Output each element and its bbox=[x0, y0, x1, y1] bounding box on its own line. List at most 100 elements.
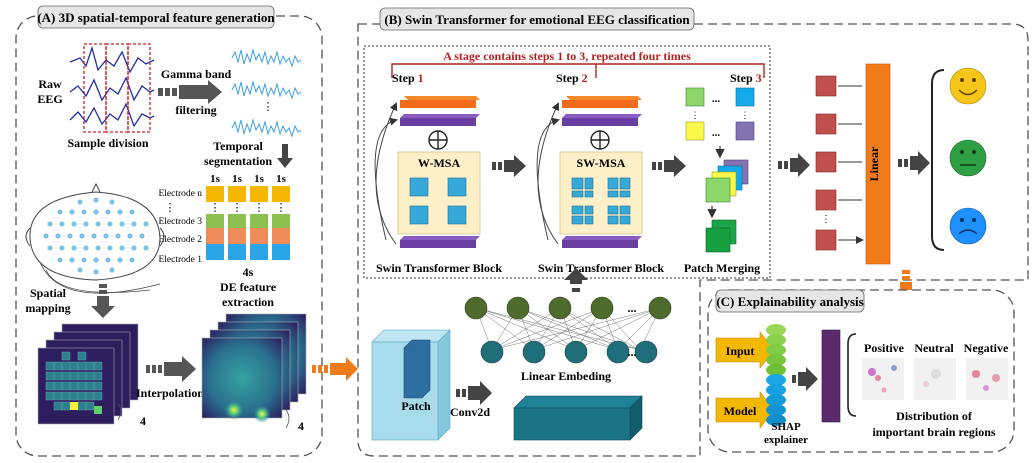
arrow-block1-block2 bbox=[492, 155, 526, 177]
patch-block bbox=[371, 329, 451, 441]
electrode-2-label: Electrode 2 bbox=[158, 235, 202, 245]
interpolation-label: Interpolation bbox=[136, 386, 204, 400]
shap-bracket bbox=[847, 333, 857, 417]
linear-embedding-network bbox=[464, 296, 672, 364]
embed-ellipsis-bottom: ... bbox=[628, 345, 637, 359]
emotion-negative-icon bbox=[949, 207, 987, 245]
step1-label: Step 1 bbox=[392, 71, 424, 85]
distribution-label-2: important brain regions bbox=[872, 425, 995, 439]
merge-ellipsis-2: ... bbox=[712, 127, 721, 139]
swin-block-2 bbox=[536, 96, 643, 248]
shap-label-2: explainer bbox=[764, 434, 808, 446]
sample-window-3 bbox=[127, 43, 151, 133]
panel-b-title-box bbox=[379, 7, 695, 31]
spatial-label-1: Spatial bbox=[30, 286, 67, 300]
electrode-vdots: ⋮ bbox=[165, 202, 176, 214]
conv2d-label: Conv2d bbox=[450, 405, 490, 419]
spatial-label-2: mapping bbox=[25, 301, 70, 315]
shap-map-negative bbox=[966, 358, 1008, 400]
seg-vdots-1: ⋮ bbox=[210, 202, 221, 214]
distribution-label-1: Distribution of bbox=[896, 409, 973, 423]
raw-eeg-signals bbox=[69, 45, 155, 128]
panel-a-title: (A) 3D spatial-temporal feature generati… bbox=[37, 10, 275, 25]
four-seconds-label: 4s bbox=[243, 265, 254, 279]
gamma-label-2: filtering bbox=[175, 103, 216, 117]
linear-label: Linear bbox=[867, 146, 881, 181]
merge-vdots-2: ⋮ bbox=[741, 110, 750, 120]
linear-layer bbox=[865, 63, 891, 265]
positive-label: Positive bbox=[864, 341, 905, 355]
arrow-stage-outputs bbox=[778, 153, 810, 177]
sample-division-label: Sample division bbox=[67, 136, 148, 150]
stage-note: A stage contains steps 1 to 3, repeated … bbox=[443, 49, 691, 63]
shap-column bbox=[766, 324, 786, 426]
swmsa-label: SW-MSA bbox=[577, 156, 626, 170]
seg-label-3: 1s bbox=[254, 173, 265, 185]
model-label: Model bbox=[724, 404, 757, 418]
seg-vdots-2: ⋮ bbox=[232, 202, 243, 214]
patch-merging bbox=[685, 87, 755, 253]
shap-output-bar bbox=[821, 329, 841, 423]
shap-map-neutral bbox=[914, 358, 956, 400]
swin-block-1 bbox=[374, 96, 481, 248]
input-label: Input bbox=[726, 344, 755, 358]
filtered-signals bbox=[231, 48, 302, 138]
step2-label: Step 2 bbox=[556, 71, 588, 85]
emotion-bracket bbox=[931, 69, 945, 251]
stack-count-right: 4 bbox=[298, 419, 304, 433]
seg-vdots-3: ⋮ bbox=[254, 202, 265, 214]
step3-label: Step 3 bbox=[730, 71, 762, 85]
electrode-n-label: Electrode n bbox=[158, 189, 202, 199]
seg-vdots-4: ⋮ bbox=[276, 202, 287, 214]
arrow-linear-emotions bbox=[898, 151, 930, 175]
shap-label-1: SHAP bbox=[771, 421, 801, 433]
seg-label-1: 1s bbox=[210, 173, 221, 185]
negative-label: Negative bbox=[964, 341, 1009, 355]
panel-b-border bbox=[357, 23, 1029, 457]
raw-eeg-label-2: EEG bbox=[37, 92, 62, 106]
patch-merging-label: Patch Merging bbox=[684, 261, 760, 275]
arrow-block2-merging bbox=[652, 155, 686, 177]
merge-vdots-1: ⋮ bbox=[691, 110, 700, 120]
patch-label: Patch bbox=[401, 399, 431, 413]
panel-a-title-box bbox=[37, 5, 275, 29]
embed-ellipsis-top: ... bbox=[628, 301, 637, 315]
de-grid-stack bbox=[37, 323, 139, 425]
merge-ellipsis-1: ... bbox=[712, 93, 721, 105]
seg-label-2: 1s bbox=[232, 173, 243, 185]
temporal-label-1: Temporal bbox=[213, 139, 263, 153]
panel-c-title-box bbox=[715, 289, 865, 313]
temporal-label-2: segmentation bbox=[204, 154, 272, 168]
interpolated-map-stack bbox=[201, 313, 307, 429]
wmsa-label: W-MSA bbox=[418, 156, 461, 170]
panel-b-title: (B) Swin Transformer for emotional EEG c… bbox=[384, 12, 690, 27]
panel-c-title: (C) Explainability analysis bbox=[716, 294, 863, 309]
shap-arrow bbox=[792, 367, 818, 391]
emotion-positive-icon bbox=[949, 67, 987, 105]
output-nodes bbox=[815, 75, 862, 251]
gamma-arrow bbox=[158, 80, 222, 104]
shap-map-positive bbox=[862, 358, 904, 400]
stack-count-left: 4 bbox=[140, 414, 146, 428]
filtered-vdots: ⋮ bbox=[263, 101, 274, 113]
gamma-label-1: Gamma band bbox=[161, 67, 232, 81]
seg-label-4: 1s bbox=[276, 173, 287, 185]
electrode-3-label: Electrode 3 bbox=[158, 217, 202, 227]
neutral-label: Neutral bbox=[914, 341, 954, 355]
arrow-embed-up bbox=[564, 268, 588, 292]
de-label-2: extraction bbox=[222, 295, 274, 309]
segment-columns bbox=[206, 186, 290, 260]
temporal-down-arrow bbox=[277, 144, 293, 168]
de-label-1: DE feature bbox=[220, 280, 277, 294]
arrow-a-to-b bbox=[312, 357, 358, 381]
raw-eeg-label-1: Raw bbox=[38, 77, 62, 91]
spatial-down-arrow bbox=[91, 284, 115, 318]
embedding-slab bbox=[513, 395, 643, 441]
swin-block-2-label: Swin Transformer Block bbox=[538, 261, 664, 275]
electrode-head-icon bbox=[25, 182, 165, 294]
emotion-neutral-icon bbox=[949, 139, 987, 177]
conv2d-arrow bbox=[456, 381, 492, 405]
output-vdots: ⋮ bbox=[821, 214, 831, 225]
electrode-1-label: Electrode 1 bbox=[158, 255, 202, 265]
